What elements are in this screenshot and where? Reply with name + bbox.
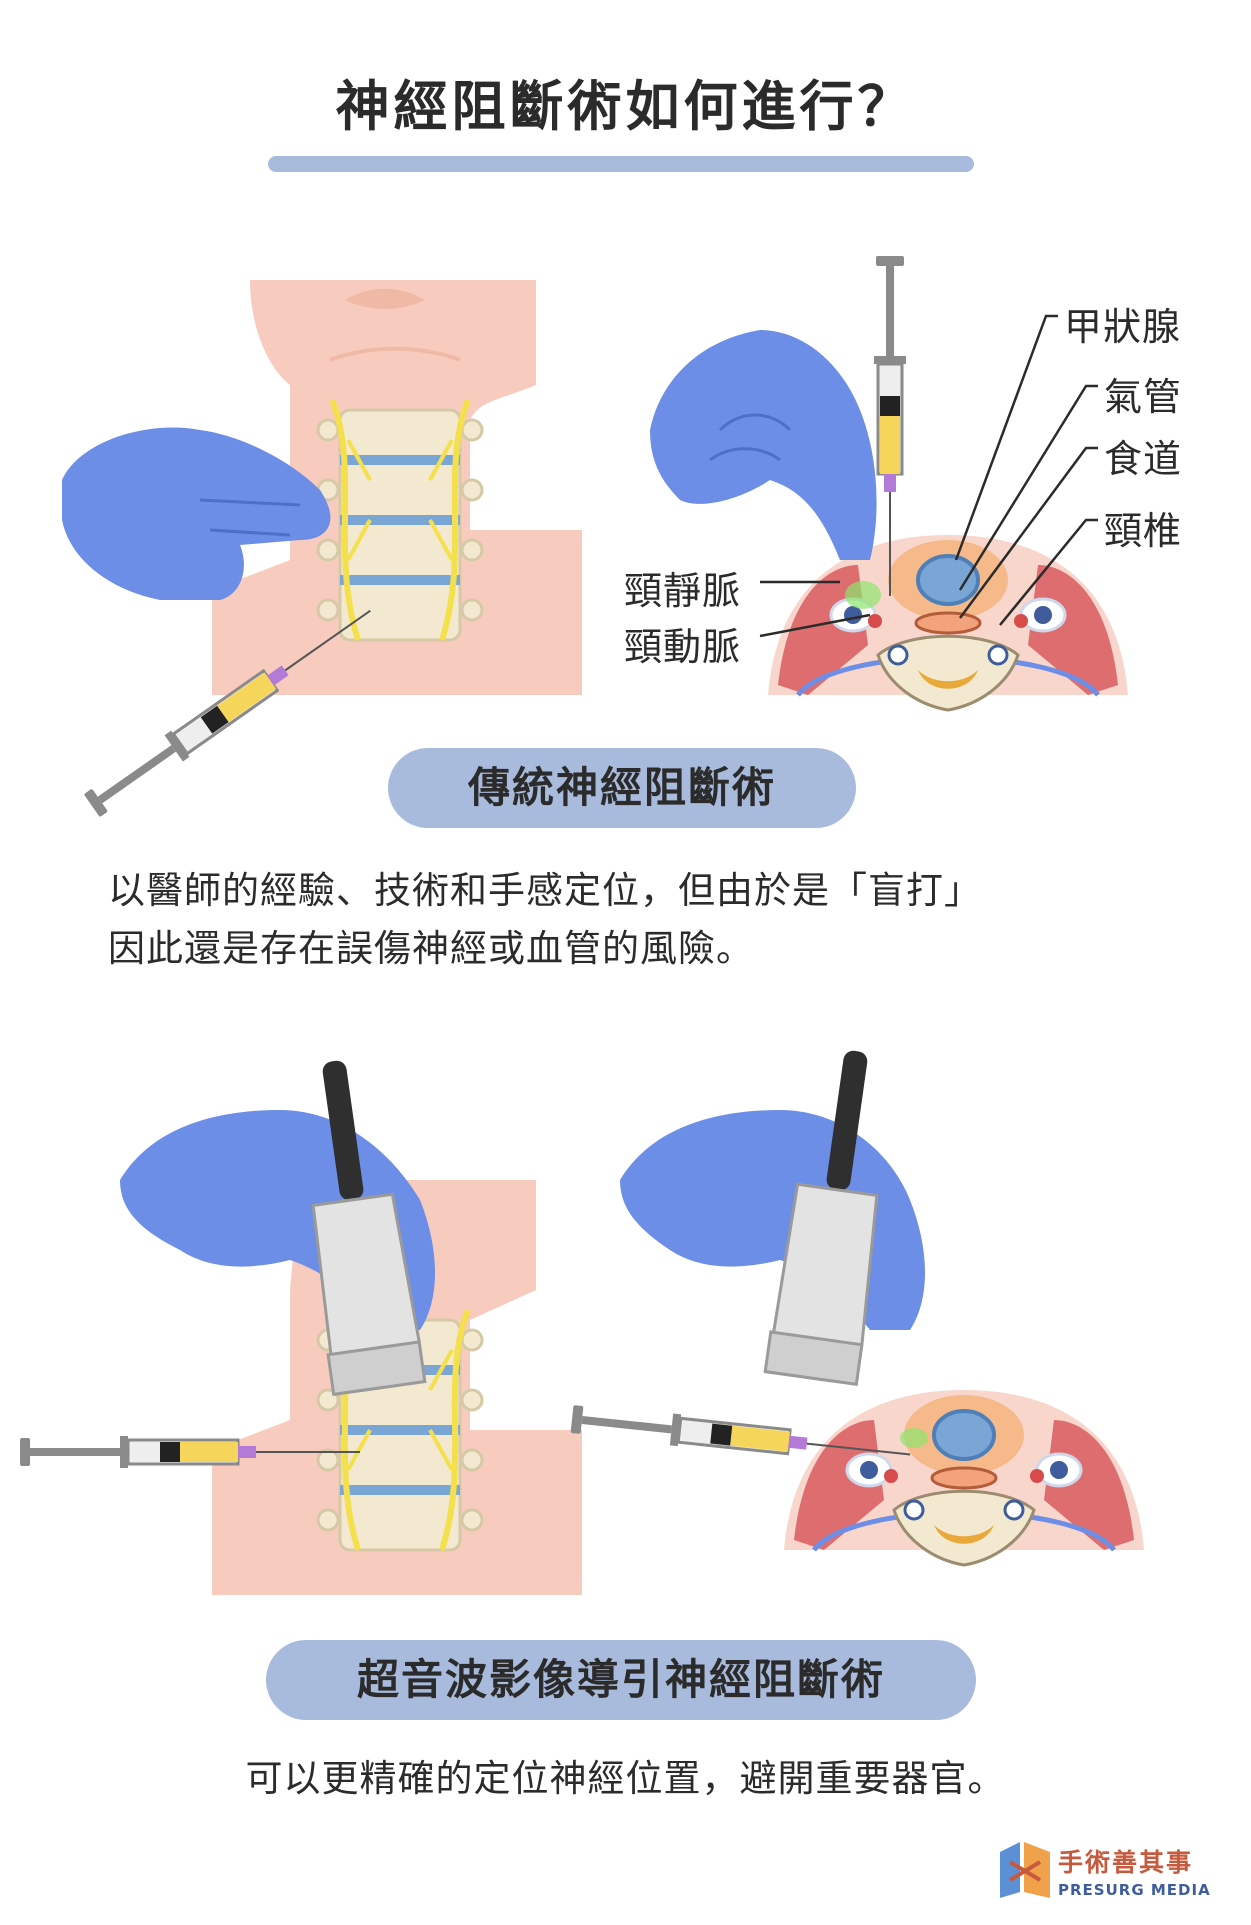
neck-front-illustration-1 — [212, 280, 582, 695]
section1-description-line1: 以醫師的經驗、技術和手感定位，但由於是「盲打」 — [108, 869, 982, 912]
label-cervical-vertebra: 頸椎 — [1104, 509, 1183, 553]
label-jugular-vein: 頸靜脈 — [624, 569, 742, 613]
title-underline — [268, 156, 974, 172]
glove-hand-2 — [650, 330, 877, 560]
label-trachea: 氣管 — [1104, 375, 1183, 419]
glove-hand-1 — [62, 427, 331, 600]
section1-description: 以醫師的經驗、技術和手感定位，但由於是「盲打」 因此還是存在誤傷神經或血管的風險… — [108, 862, 1168, 978]
section2-description: 可以更精確的定位神經位置，避開重要器官。 — [245, 1757, 1006, 1800]
section1-description-line2: 因此還是存在誤傷神經或血管的風險。 — [108, 927, 754, 970]
logo-name-en: PRESURG MEDIA — [1058, 1881, 1211, 1899]
section2-heading: 超音波影像導引神經阻斷術 — [266, 1640, 976, 1720]
glove-hand-4 — [620, 1110, 925, 1330]
section1-heading: 傳統神經阻斷術 — [388, 748, 856, 828]
logo: 手術善其事 PRESURG MEDIA — [1058, 1843, 1211, 1899]
label-esophagus: 食道 — [1104, 437, 1183, 481]
logo-mark — [1000, 1842, 1050, 1898]
neck-cross-section-1 — [768, 535, 1128, 710]
label-carotid-artery: 頸動脈 — [624, 625, 742, 669]
neck-cross-section-2 — [784, 1390, 1144, 1565]
page-title: 神經阻斷術如何進行？ — [335, 75, 916, 138]
label-thyroid: 甲狀腺 — [1064, 305, 1182, 349]
neck-front-illustration-2 — [212, 1180, 582, 1595]
logo-name: 手術善其事 — [1058, 1848, 1194, 1877]
leader-lines-1 — [759, 314, 1098, 638]
